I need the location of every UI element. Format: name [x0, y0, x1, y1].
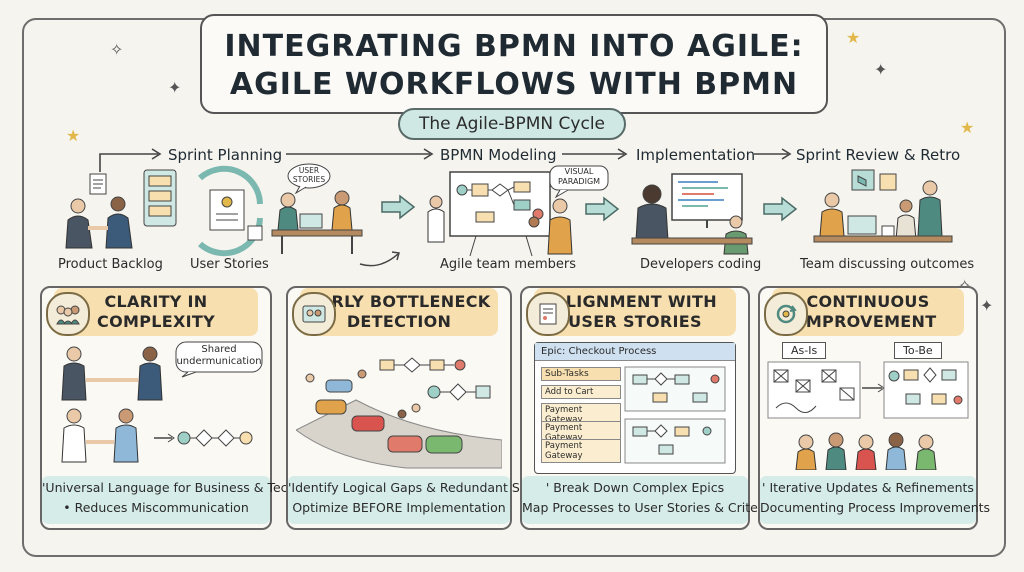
card-footer: 'Universal Language for Business & Tech'… — [42, 476, 299, 524]
as-is-label: As-Is — [782, 342, 827, 359]
card-footer-line: ' Break Down Complex Epics — [545, 480, 725, 495]
card-bottleneck: EARLY BOTTLENECK DETECTION 'Identify Log… — [286, 286, 547, 530]
document-icon — [526, 292, 570, 336]
as-is-to-be-diagram — [767, 361, 969, 470]
caption-agile-team: Agile team members — [440, 257, 577, 272]
card-title-line: ALIGNMENT WITH — [553, 292, 717, 311]
team-discussing-illustration — [813, 169, 953, 243]
card-footer: ' Iterative Updates & Refinements Docume… — [760, 476, 991, 524]
user-stories-bubble-text: USER STORIES — [286, 166, 332, 184]
to-be-label: To-Be — [894, 342, 942, 359]
sparkle-icon: ✦ — [168, 78, 182, 97]
modeler-person-illustration — [547, 198, 573, 255]
bpmn-whiteboard-illustration — [427, 171, 551, 257]
card-footer-line: Documenting Process Improvements — [760, 500, 991, 515]
caption-user-stories: User Stories — [190, 257, 269, 272]
caption-product-backlog: Product Backlog — [58, 257, 163, 272]
card-header: EARLY BOTTLENECK DETECTION — [292, 288, 498, 336]
epic-panel: Epic: Checkout Process Sub-Tasks Add to … — [534, 342, 736, 474]
big-arrow-icon — [763, 196, 798, 222]
planning-meeting-illustration — [271, 190, 363, 254]
team-icon — [292, 292, 336, 336]
cycle-gear-icon — [764, 292, 808, 336]
card-title-line: USER STORIES — [568, 312, 702, 331]
star-icon: ★ — [66, 126, 81, 145]
stage-bpmn-modeling: BPMN Modeling — [440, 146, 557, 164]
card-title-line: DETECTION — [346, 312, 452, 331]
shared-bubble — [175, 341, 263, 378]
user-stories-illustration — [143, 165, 263, 257]
card-header: CONTINUOUS IMPROVEMENT — [764, 288, 964, 336]
subtask-item: Payment Gateway — [541, 439, 621, 463]
mini-bpmn-diagrams — [624, 366, 726, 464]
shared-bubble-text: Shared undermunication — [174, 344, 264, 368]
product-backlog-illustration — [65, 173, 133, 249]
card-title-line: CONTINUOUS — [806, 292, 930, 311]
card-footer-line: Optimize BEFORE Implementation — [292, 500, 506, 515]
handshake-illustration — [61, 346, 253, 463]
top-flow-arrows — [99, 148, 792, 172]
card-improvement: CONTINUOUS IMPROVEMENT As-Is To-Be — [758, 286, 991, 530]
card-header: CLARITY IN COMPLEXITY — [46, 288, 258, 336]
card-footer-line: 'Identify Logical Gaps & Redundant Steps — [288, 480, 547, 495]
card-footer: ' Break Down Complex Epics Map Processes… — [522, 476, 778, 524]
title-box: INTEGRATING BPMN INTO AGILE: AGILE WORKF… — [200, 14, 828, 140]
card-alignment: ALIGNMENT WITH USER STORIES Epic: Checko… — [520, 286, 778, 530]
bubble-line: PARADIGM — [557, 177, 601, 186]
cycle-subtitle: The Agile-BPMN Cycle — [398, 108, 626, 140]
big-arrow-icon — [381, 194, 416, 220]
subtask-item: Add to Cart — [541, 385, 621, 399]
caption-team-discussing: Team discussing outcomes — [800, 257, 975, 272]
card-title-line: EARLY BOTTLENECK — [307, 292, 491, 311]
card-footer-line: ' Iterative Updates & Refinements — [762, 480, 974, 495]
card-title-line: COMPLEXITY — [97, 312, 215, 331]
bubble-line: Shared — [201, 344, 237, 355]
subtasks-label: Sub-Tasks — [541, 367, 621, 381]
big-arrow-icon — [585, 196, 620, 222]
team-icon — [46, 292, 90, 336]
card-footer-line: 'Universal Language for Business & Tech' — [42, 480, 299, 495]
bubble-line: STORIES — [292, 175, 326, 184]
card-footer-line: • Reduces Miscommunication — [63, 500, 249, 515]
title-line-1: INTEGRATING BPMN INTO AGILE: — [224, 29, 804, 64]
card-footer: 'Identify Logical Gaps & Redundant Steps… — [288, 476, 547, 524]
sparkle-icon: ✦ — [874, 60, 888, 79]
stage-sprint-planning: Sprint Planning — [168, 146, 283, 164]
visual-paradigm-bubble-text: VISUAL PARADIGM — [550, 167, 608, 187]
star-icon: ★ — [846, 28, 861, 47]
epic-title: Epic: Checkout Process — [535, 343, 735, 361]
card-footer-line: Map Processes to User Stories & Criteria… — [522, 500, 778, 515]
card-header: ALIGNMENT WITH USER STORIES — [526, 288, 736, 336]
card-clarity: CLARITY IN COMPLEXITY Shared undermunica… — [40, 286, 299, 530]
bubble-line: undermunication — [176, 356, 262, 367]
bubble-line: USER — [298, 166, 320, 175]
bubble-line: VISUAL — [564, 167, 594, 176]
star-icon: ★ — [960, 118, 975, 137]
visual-paradigm-bubble — [549, 165, 609, 198]
card-title-line: IMPROVEMENT — [799, 312, 937, 331]
stage-sprint-review: Sprint Review & Retro — [796, 146, 961, 164]
traffic-jam-illustration — [296, 357, 502, 469]
user-stories-bubble — [287, 163, 331, 194]
caption-developers: Developers coding — [640, 257, 762, 272]
sparkle-icon: ✦ — [980, 296, 994, 315]
stage-implementation: Implementation — [636, 146, 756, 164]
card-title-line: CLARITY IN — [104, 292, 208, 311]
developers-coding-illustration — [631, 173, 753, 255]
sparkle-icon: ✧ — [110, 40, 124, 59]
curved-arrow-icon — [359, 251, 400, 267]
